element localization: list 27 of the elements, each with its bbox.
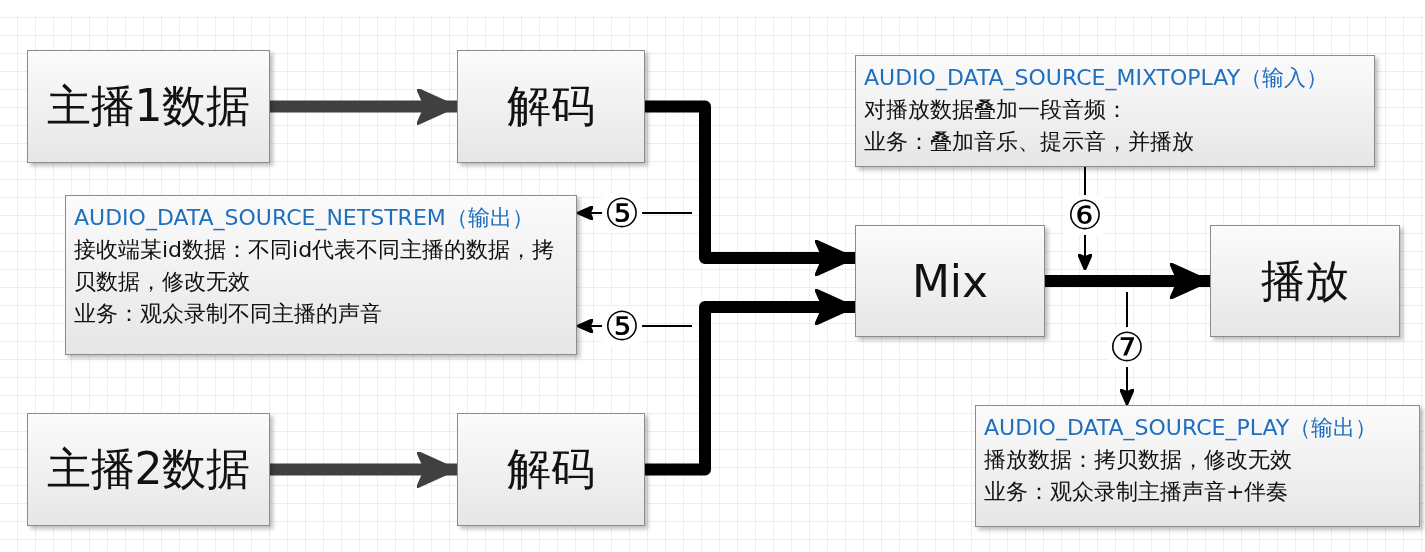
- process-box: 主播2数据: [27, 413, 270, 526]
- process-box: Mix: [855, 225, 1045, 337]
- note-text: 接收端某id数据：不同id代表不同主播的数据，拷贝数据，修改无效: [74, 236, 556, 296]
- note-text: 播放数据：拷贝数据，修改无效: [984, 446, 1293, 474]
- edge-label: ⑤: [602, 306, 642, 346]
- note-text: 业务：观众录制主播声音+伴奏: [984, 478, 1290, 506]
- arrow: [270, 450, 458, 489]
- edge-label: ⑥: [1065, 195, 1105, 235]
- note-text: 对播放数据叠加一段音频：: [864, 96, 1129, 124]
- arrow: [270, 87, 458, 126]
- process-box: 解码: [457, 50, 645, 163]
- note-box: [855, 55, 1375, 167]
- process-box: 主播1数据: [27, 50, 270, 163]
- arrow: [645, 288, 856, 476]
- process-box: 解码: [457, 413, 645, 526]
- note-text: 业务：叠加音乐、提示音，并播放: [864, 128, 1195, 156]
- note-box: [975, 405, 1420, 527]
- note-heading: AUDIO_DATA_SOURCE_MIXTOPLAY（输入）: [864, 64, 1330, 93]
- note-text: 业务：观众录制不同主播的声音: [74, 300, 383, 328]
- note-heading: AUDIO_DATA_SOURCE_NETSTREM（输出）: [74, 204, 535, 233]
- edge-label: ⑦: [1107, 327, 1147, 367]
- note-box: [65, 195, 577, 355]
- arrow: [1045, 262, 1211, 300]
- arrow: [645, 100, 856, 277]
- edge-label: ⑤: [602, 193, 642, 233]
- process-box: 播放: [1210, 225, 1400, 337]
- note-heading: AUDIO_DATA_SOURCE_PLAY（输出）: [984, 414, 1379, 443]
